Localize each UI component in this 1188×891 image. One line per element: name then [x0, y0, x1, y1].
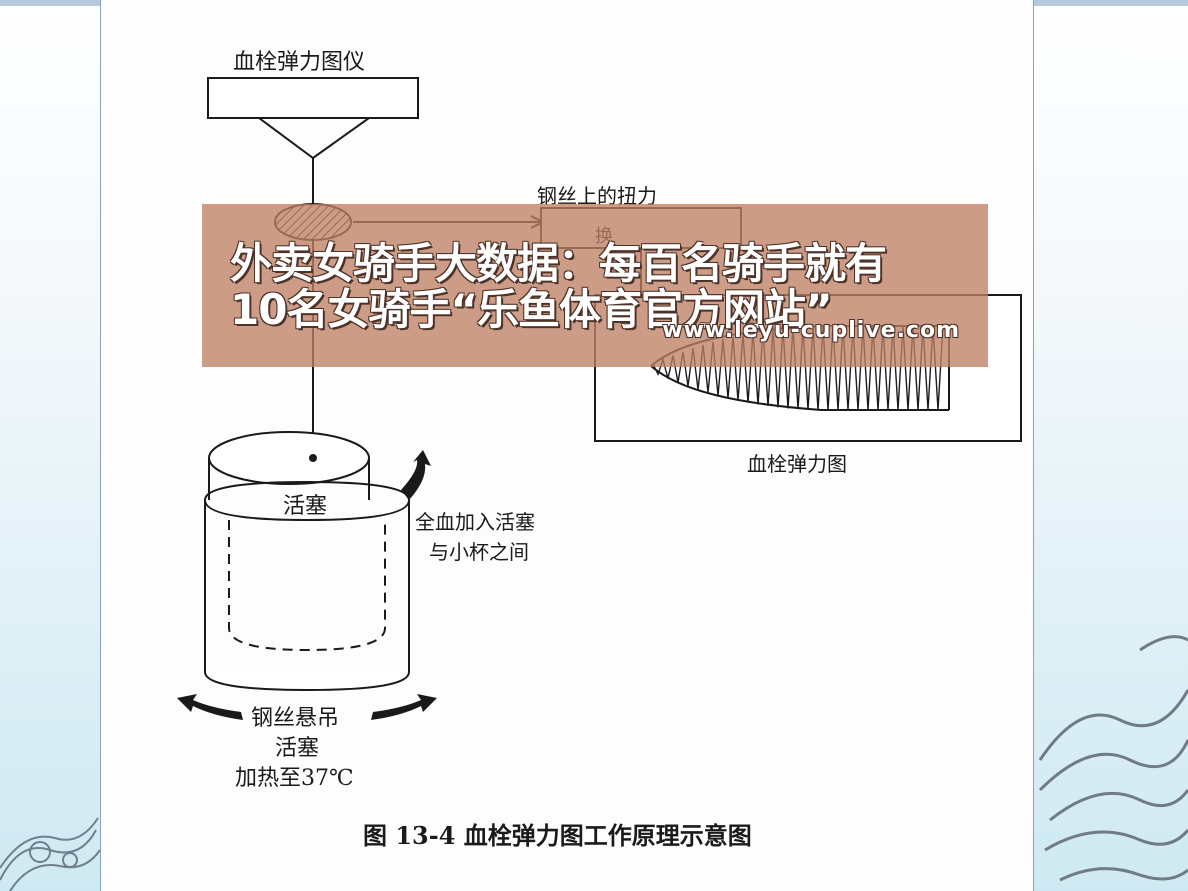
instrument-box — [207, 77, 419, 119]
rotation-label-line3: 加热至37℃ — [235, 766, 354, 791]
thromboelastograph-diagram — [177, 77, 1022, 720]
ad-headline-line2: 10名女骑手“乐鱼体育官方网站” — [230, 285, 833, 334]
cup — [204, 480, 410, 692]
pour-arrow — [401, 450, 431, 500]
instrument-label: 血栓弹力图仪 — [233, 50, 366, 75]
funnel — [258, 117, 370, 160]
dragon-ornament-right — [1038, 635, 1188, 882]
rotation-arrow-left — [177, 694, 243, 720]
figure-caption: 图 13-4 血栓弹力图工作原理示意图 — [363, 821, 752, 850]
ad-headline-line1: 外卖女骑手大数据：每百名骑手就有 — [230, 239, 887, 288]
rotation-arrow-right — [371, 694, 437, 720]
rotation-label-line2: 活塞 — [275, 736, 320, 761]
blood-label-line1: 全血加入活塞 — [415, 510, 535, 534]
piston — [208, 431, 370, 500]
ad-banner[interactable]: 外卖女骑手大数据：每百名骑手就有 10名女骑手“乐鱼体育官方网站” www.le… — [202, 204, 988, 367]
rotation-label-line1: 钢丝悬吊 — [251, 706, 340, 731]
plot-label: 血栓弹力图 — [747, 452, 847, 476]
blood-label-line2: 与小杯之间 — [429, 540, 529, 564]
ad-url[interactable]: www.leyu-cuplive.com — [662, 318, 960, 343]
piston-label: 活塞 — [283, 494, 328, 519]
figure-panel: 血栓弹力图仪 钢丝上的扭力 换 血栓弹力图 活塞 全血加入活塞 与小杯之间 钢丝… — [100, 0, 1034, 891]
wave-ornament-left — [0, 817, 101, 891]
